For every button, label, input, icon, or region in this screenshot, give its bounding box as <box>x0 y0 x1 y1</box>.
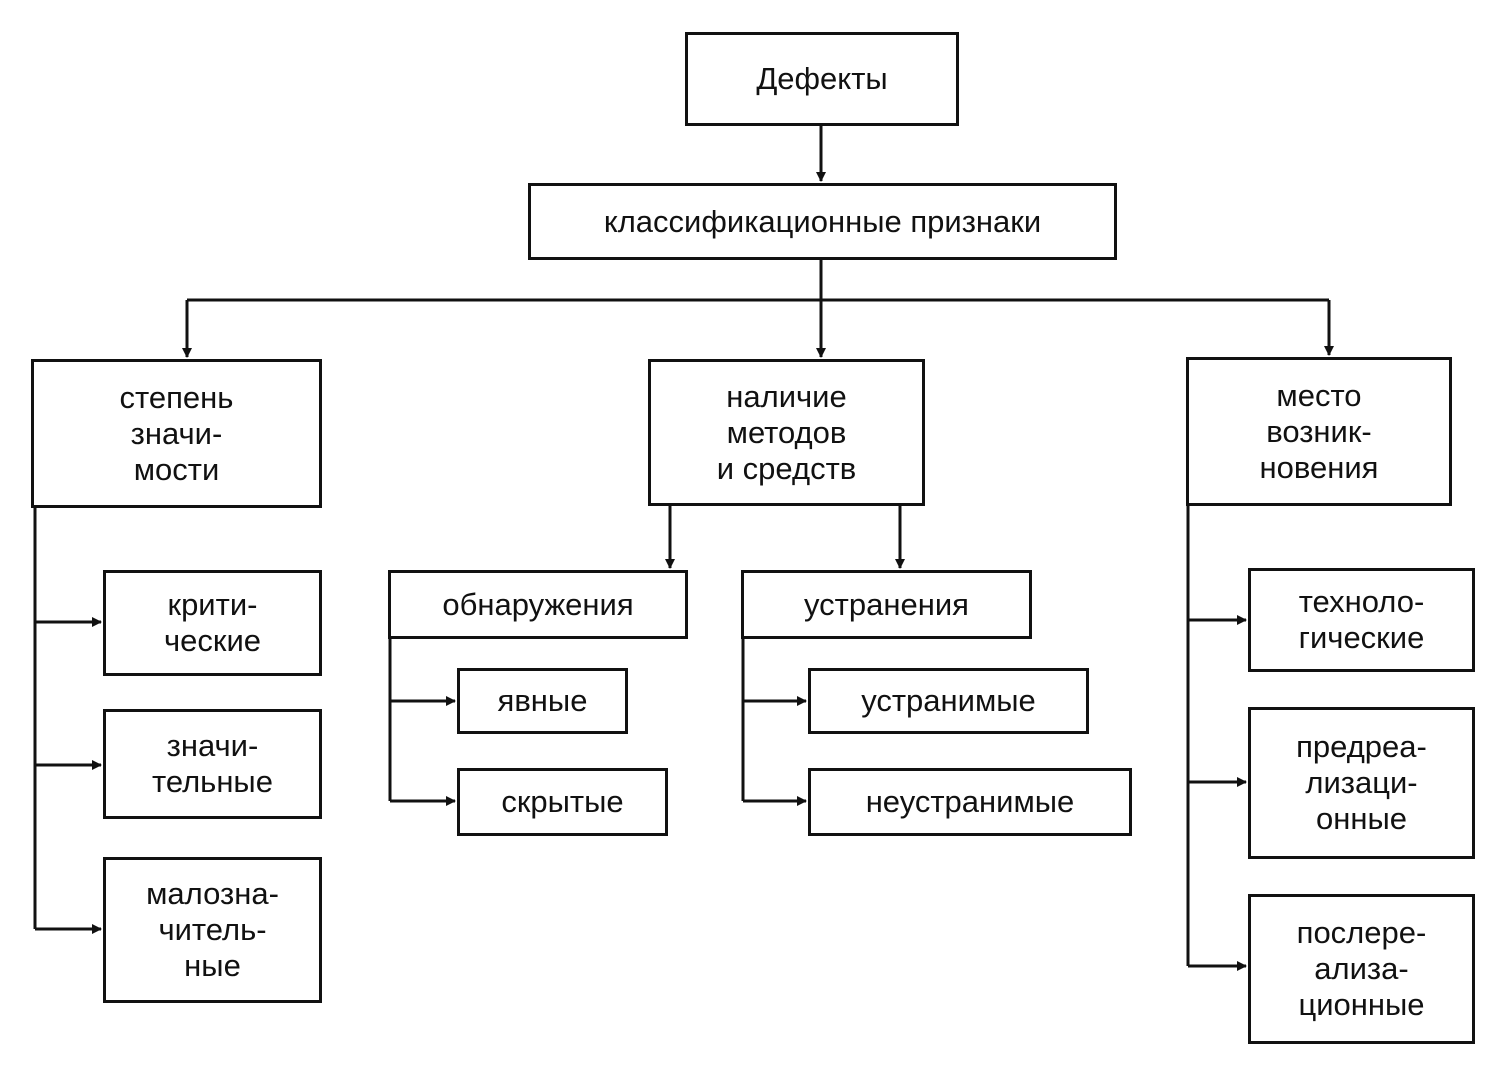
node-root-label: Дефекты <box>756 61 888 96</box>
node-detection-label: обнаружения <box>442 586 634 622</box>
node-pre-sale-label: предреа- лизаци- онные <box>1296 729 1427 836</box>
node-irremovable: неустранимые <box>808 768 1132 836</box>
node-criteria-label: классификационные признаки <box>603 203 1042 239</box>
node-hidden: скрытые <box>457 768 668 836</box>
node-criteria: классификационные признаки <box>528 183 1117 260</box>
node-explicit: явные <box>457 668 628 734</box>
node-post-sale: послере- ализа- ционные <box>1248 894 1475 1044</box>
node-significant: значи- тельные <box>103 709 322 819</box>
node-significance-label: степень значи- мости <box>119 379 234 487</box>
node-post-sale-label: послере- ализа- ционные <box>1296 915 1427 1022</box>
node-irremovable-label: неустранимые <box>865 784 1075 819</box>
node-origin-label: место возник- новения <box>1259 377 1379 485</box>
node-significant-label: значи- тельные <box>152 728 273 799</box>
node-root: Дефекты <box>685 32 959 126</box>
node-minor: малозна- читель- ные <box>103 857 322 1003</box>
node-pre-sale: предреа- лизаци- онные <box>1248 707 1475 859</box>
node-technological-label: техноло- гические <box>1298 584 1425 655</box>
node-significance: степень значи- мости <box>31 359 322 508</box>
node-methods: наличие методов и средств <box>648 359 925 506</box>
node-minor-label: малозна- читель- ные <box>146 876 279 983</box>
node-removable-label: устранимые <box>861 683 1036 718</box>
node-technological: техноло- гические <box>1248 568 1475 672</box>
node-methods-label: наличие методов и средств <box>716 378 857 486</box>
node-hidden-label: скрытые <box>501 784 624 819</box>
node-critical-label: крити- ческие <box>163 587 261 658</box>
node-elimination-label: устранения <box>804 586 969 622</box>
node-detection: обнаружения <box>388 570 688 639</box>
node-elimination: устранения <box>741 570 1032 639</box>
node-explicit-label: явные <box>497 683 588 718</box>
node-origin: место возник- новения <box>1186 357 1452 506</box>
node-critical: крити- ческие <box>103 570 322 676</box>
node-removable: устранимые <box>808 668 1089 734</box>
